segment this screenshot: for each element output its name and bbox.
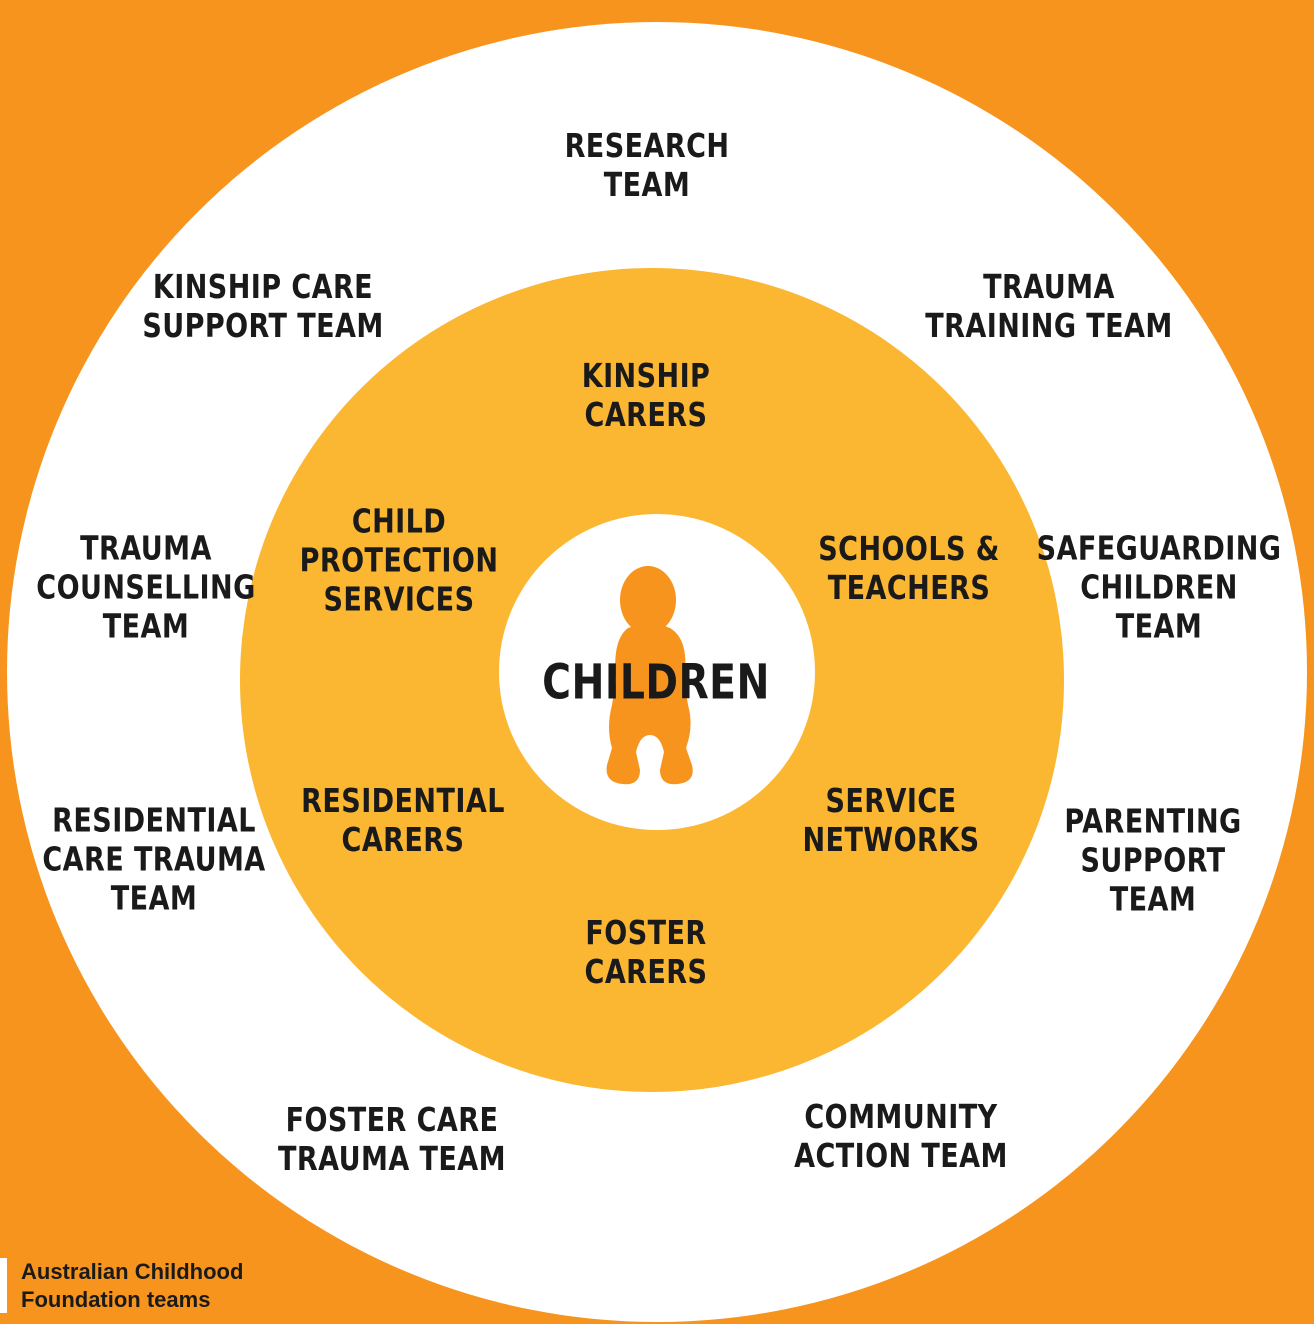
label-research-team: Research Team: [564, 126, 730, 204]
label-community-action-team: Community Action Team: [794, 1097, 1008, 1175]
label-schools-teachers: Schools & Teachers: [818, 529, 1000, 607]
child-silhouette-icon: [606, 566, 693, 785]
label-trauma-counselling-team: Trauma Counselling Team: [36, 528, 256, 646]
label-residential-carers: Residential Carers: [301, 781, 505, 859]
label-children: Children: [542, 654, 770, 711]
legend-swatch: [0, 1258, 7, 1313]
label-foster-care-trauma-team: Foster Care Trauma Team: [278, 1100, 506, 1178]
label-kinship-care-support-team: Kinship Care Support Team: [142, 267, 384, 345]
label-service-networks: Service Networks: [802, 781, 980, 859]
label-trauma-training-team: Trauma Training Team: [925, 267, 1173, 345]
legend-text: Australian Childhood Foundation teams: [21, 1259, 244, 1312]
label-foster-carers: Foster Carers: [584, 913, 708, 991]
label-safeguarding-children-team: Safeguarding Children Team: [1036, 528, 1282, 646]
legend: Australian Childhood Foundation teams: [0, 1258, 321, 1313]
label-parenting-support-team: Parenting Support Team: [1064, 801, 1242, 919]
label-child-protection-services: Child Protection Services: [299, 501, 499, 619]
label-residential-care-trauma-team: Residential Care Trauma Team: [42, 800, 266, 918]
label-kinship-carers: Kinship Carers: [581, 356, 711, 434]
